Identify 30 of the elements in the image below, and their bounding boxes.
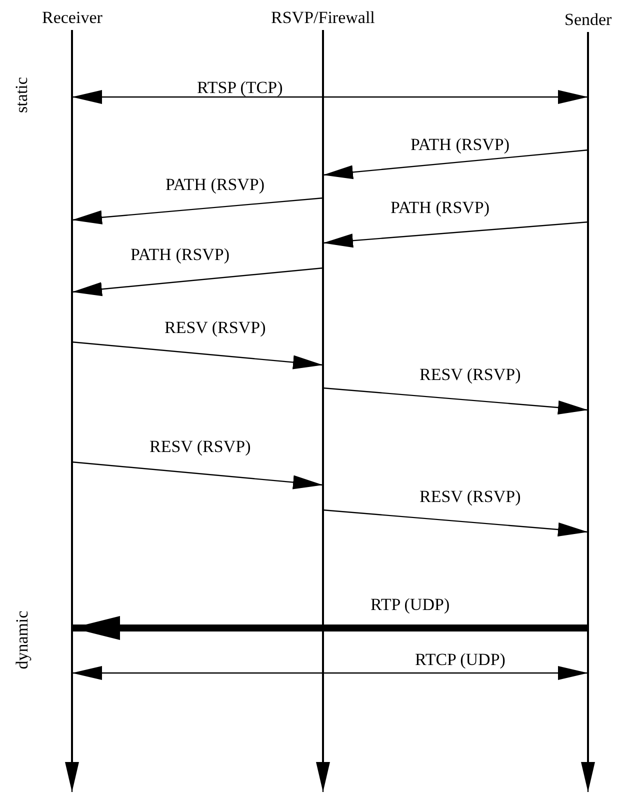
message-label: RTSP (TCP) [197, 78, 283, 98]
lifeline-label: Sender [564, 10, 612, 30]
message-arrow [72, 616, 588, 640]
message-label: RTP (UDP) [370, 595, 450, 615]
message-label: PATH (RSVP) [390, 198, 490, 218]
message-arrow [322, 221, 588, 248]
message-label: PATH (RSVP) [410, 135, 510, 155]
message-label: RESV (RSVP) [150, 437, 251, 457]
lifeline-label: Receiver [42, 8, 102, 28]
message-arrow [72, 461, 324, 490]
message-label: RTCP (UDP) [415, 650, 506, 670]
message-arrow [322, 509, 588, 536]
message-arrow [322, 387, 588, 414]
message-arrow [322, 149, 588, 180]
message-label: RESV (RSVP) [420, 487, 521, 507]
message-arrow [72, 666, 588, 680]
message-arrow [72, 267, 324, 296]
message-label: PATH (RSVP) [130, 245, 230, 265]
lifeline-arrow [65, 762, 79, 792]
message-arrow [72, 90, 588, 104]
message-label: PATH (RSVP) [166, 175, 265, 195]
message-label: RESV (RSVP) [420, 365, 521, 385]
phase-label: dynamic [12, 610, 32, 670]
lifeline-arrow [581, 762, 595, 792]
message-arrow [72, 341, 324, 370]
lifeline-label: RSVP/Firewall [271, 8, 375, 28]
lifeline-arrow [316, 762, 330, 792]
message-label: RESV (RSVP) [164, 318, 266, 338]
phase-label: static [12, 77, 32, 113]
message-arrow [72, 197, 324, 224]
